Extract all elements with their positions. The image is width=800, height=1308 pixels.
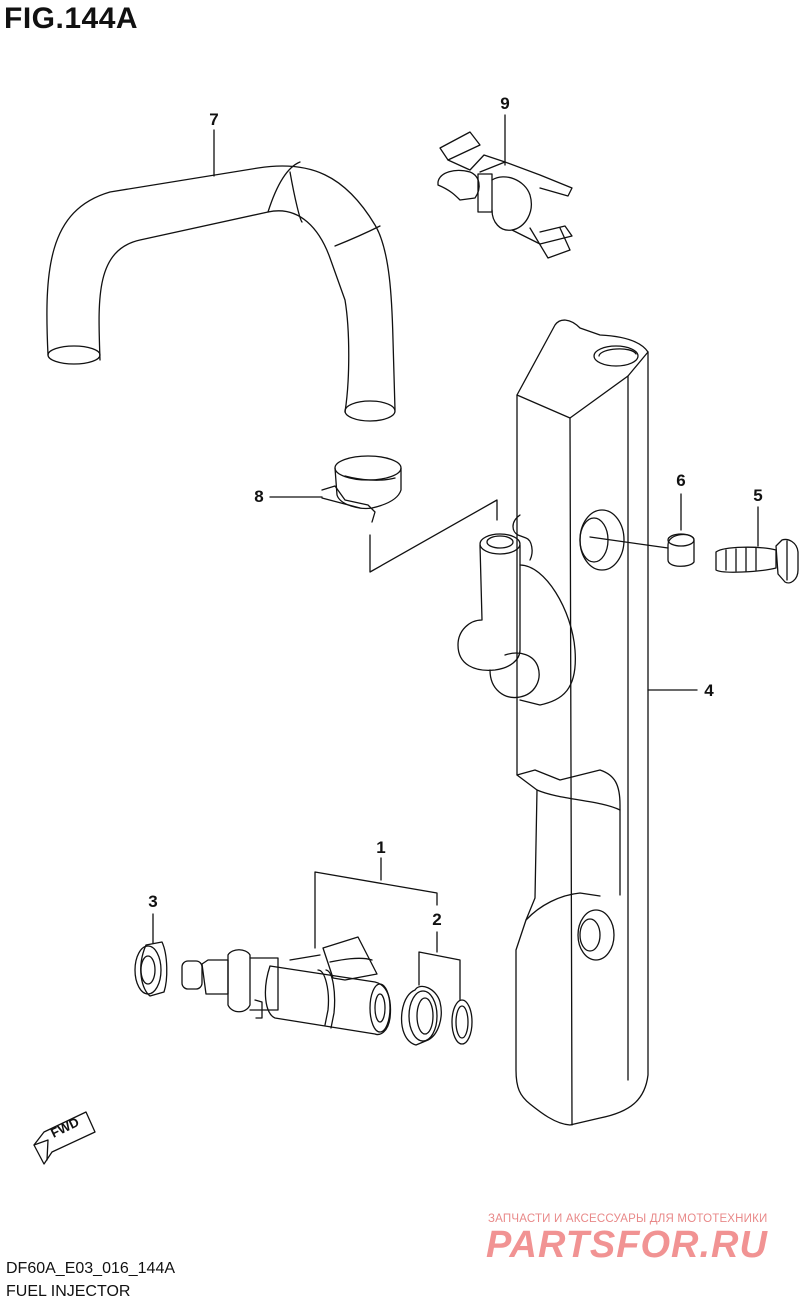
figure-title: FIG.144A (4, 2, 139, 35)
part-6-collar (589, 493, 695, 567)
watermark-logo: PARTSFOR.RU (486, 1224, 768, 1266)
callout-1: 1 (376, 838, 386, 857)
callout-4: 4 (704, 681, 714, 700)
part-7-hose (46, 129, 396, 422)
part-9-clip (437, 114, 573, 259)
figure-code: DF60A_E03_016_144A (6, 1260, 176, 1277)
callout-8: 8 (254, 487, 264, 506)
callout-2: 2 (432, 910, 442, 929)
watermark-tagline: ЗАПЧАСТИ И АКСЕССУАРЫ ДЛЯ МОТОТЕХНИКИ (488, 1213, 768, 1225)
callout-7: 7 (209, 110, 219, 129)
callout-6: 6 (676, 471, 686, 490)
fwd-arrow-icon (33, 1111, 96, 1165)
figure-name: FUEL INJECTOR (6, 1283, 131, 1300)
callout-9: 9 (500, 94, 510, 113)
callout-3: 3 (148, 892, 158, 911)
part-5-bolt (715, 506, 799, 584)
part-3-cap (134, 913, 168, 997)
callout-5: 5 (753, 486, 763, 505)
fuel-rail-inlet-fitting (457, 514, 576, 706)
part-2-seals (400, 931, 473, 1046)
part-4-fuel-rail (515, 319, 698, 1126)
part-8-hose-clamp (269, 455, 498, 573)
part-1-injector (181, 857, 438, 1036)
